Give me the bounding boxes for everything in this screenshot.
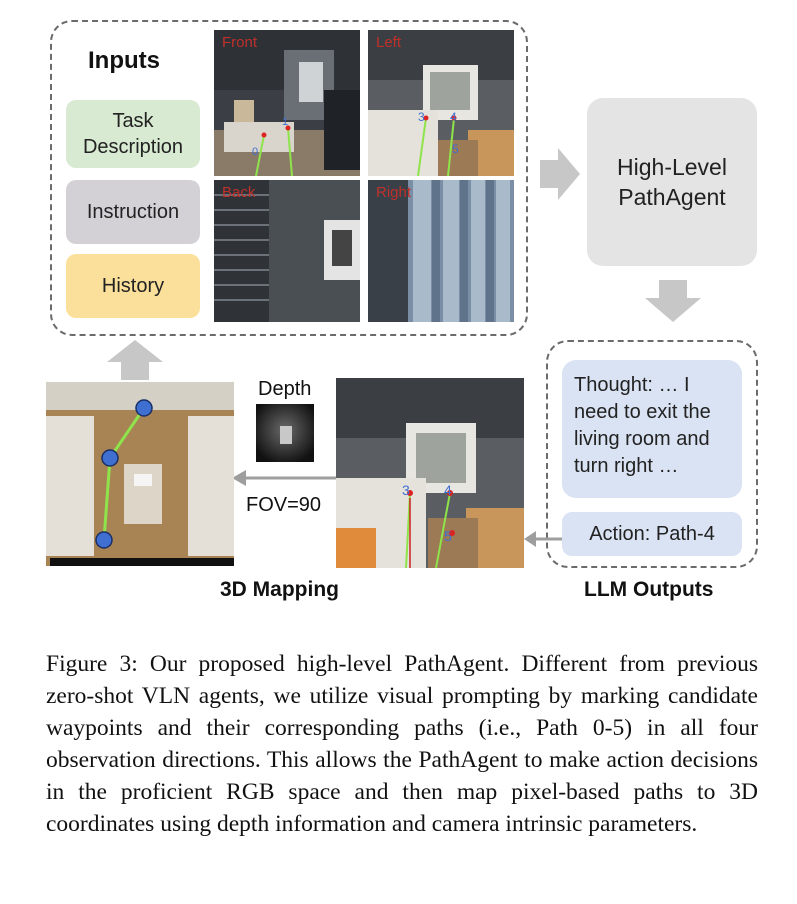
arrow-right-icon [540, 148, 580, 200]
llm-outputs-label: LLM Outputs [584, 578, 714, 601]
main-waypoint-4: 4 [444, 482, 452, 498]
thought-box: Thought: … I need to exit the living roo… [562, 360, 742, 498]
depth-label: Depth [258, 378, 312, 400]
task-description-box: Task Description [66, 100, 200, 168]
left-waypoint-5: 5 [452, 142, 459, 156]
action-box: Action: Path-4 [562, 512, 742, 556]
left-waypoint-3: 3 [418, 110, 425, 124]
mapping-label: 3D Mapping [220, 578, 339, 601]
arrow-left-icon [232, 470, 336, 486]
main-waypoint-3: 3 [402, 482, 410, 498]
main-waypoint-5: 5 [444, 528, 452, 544]
front-view-image: Front 0 1 [214, 30, 360, 176]
front-view-label: Front [222, 34, 258, 51]
instruction-box: Instruction [66, 180, 200, 244]
back-view-label: Back [222, 184, 256, 201]
inputs-title: Inputs [88, 47, 160, 74]
right-view-image: Right [368, 180, 514, 322]
left-view-label: Left [376, 34, 402, 51]
top-down-map-image [46, 382, 234, 566]
arrow-down-icon [645, 280, 701, 322]
left-view-image: Left 3 4 5 [368, 30, 514, 176]
main-view-image: 3 4 5 [336, 378, 524, 568]
path-agent-box: High-Level PathAgent [587, 98, 757, 266]
inputs-panel [50, 20, 528, 336]
depth-image [256, 404, 314, 462]
llm-outputs-panel [546, 340, 758, 568]
arrow-up-icon [107, 340, 163, 380]
back-view-image: Back [214, 180, 360, 322]
fov-label: FOV=90 [246, 494, 322, 516]
right-view-label: Right [376, 184, 412, 201]
front-waypoint-0: 0 [252, 146, 259, 158]
front-waypoint-1: 1 [282, 116, 289, 128]
arrow-left-icon [524, 531, 562, 547]
left-waypoint-4: 4 [450, 110, 457, 124]
figure-caption: Figure 3: Our proposed high-level PathAg… [46, 651, 758, 837]
history-box: History [66, 254, 200, 318]
